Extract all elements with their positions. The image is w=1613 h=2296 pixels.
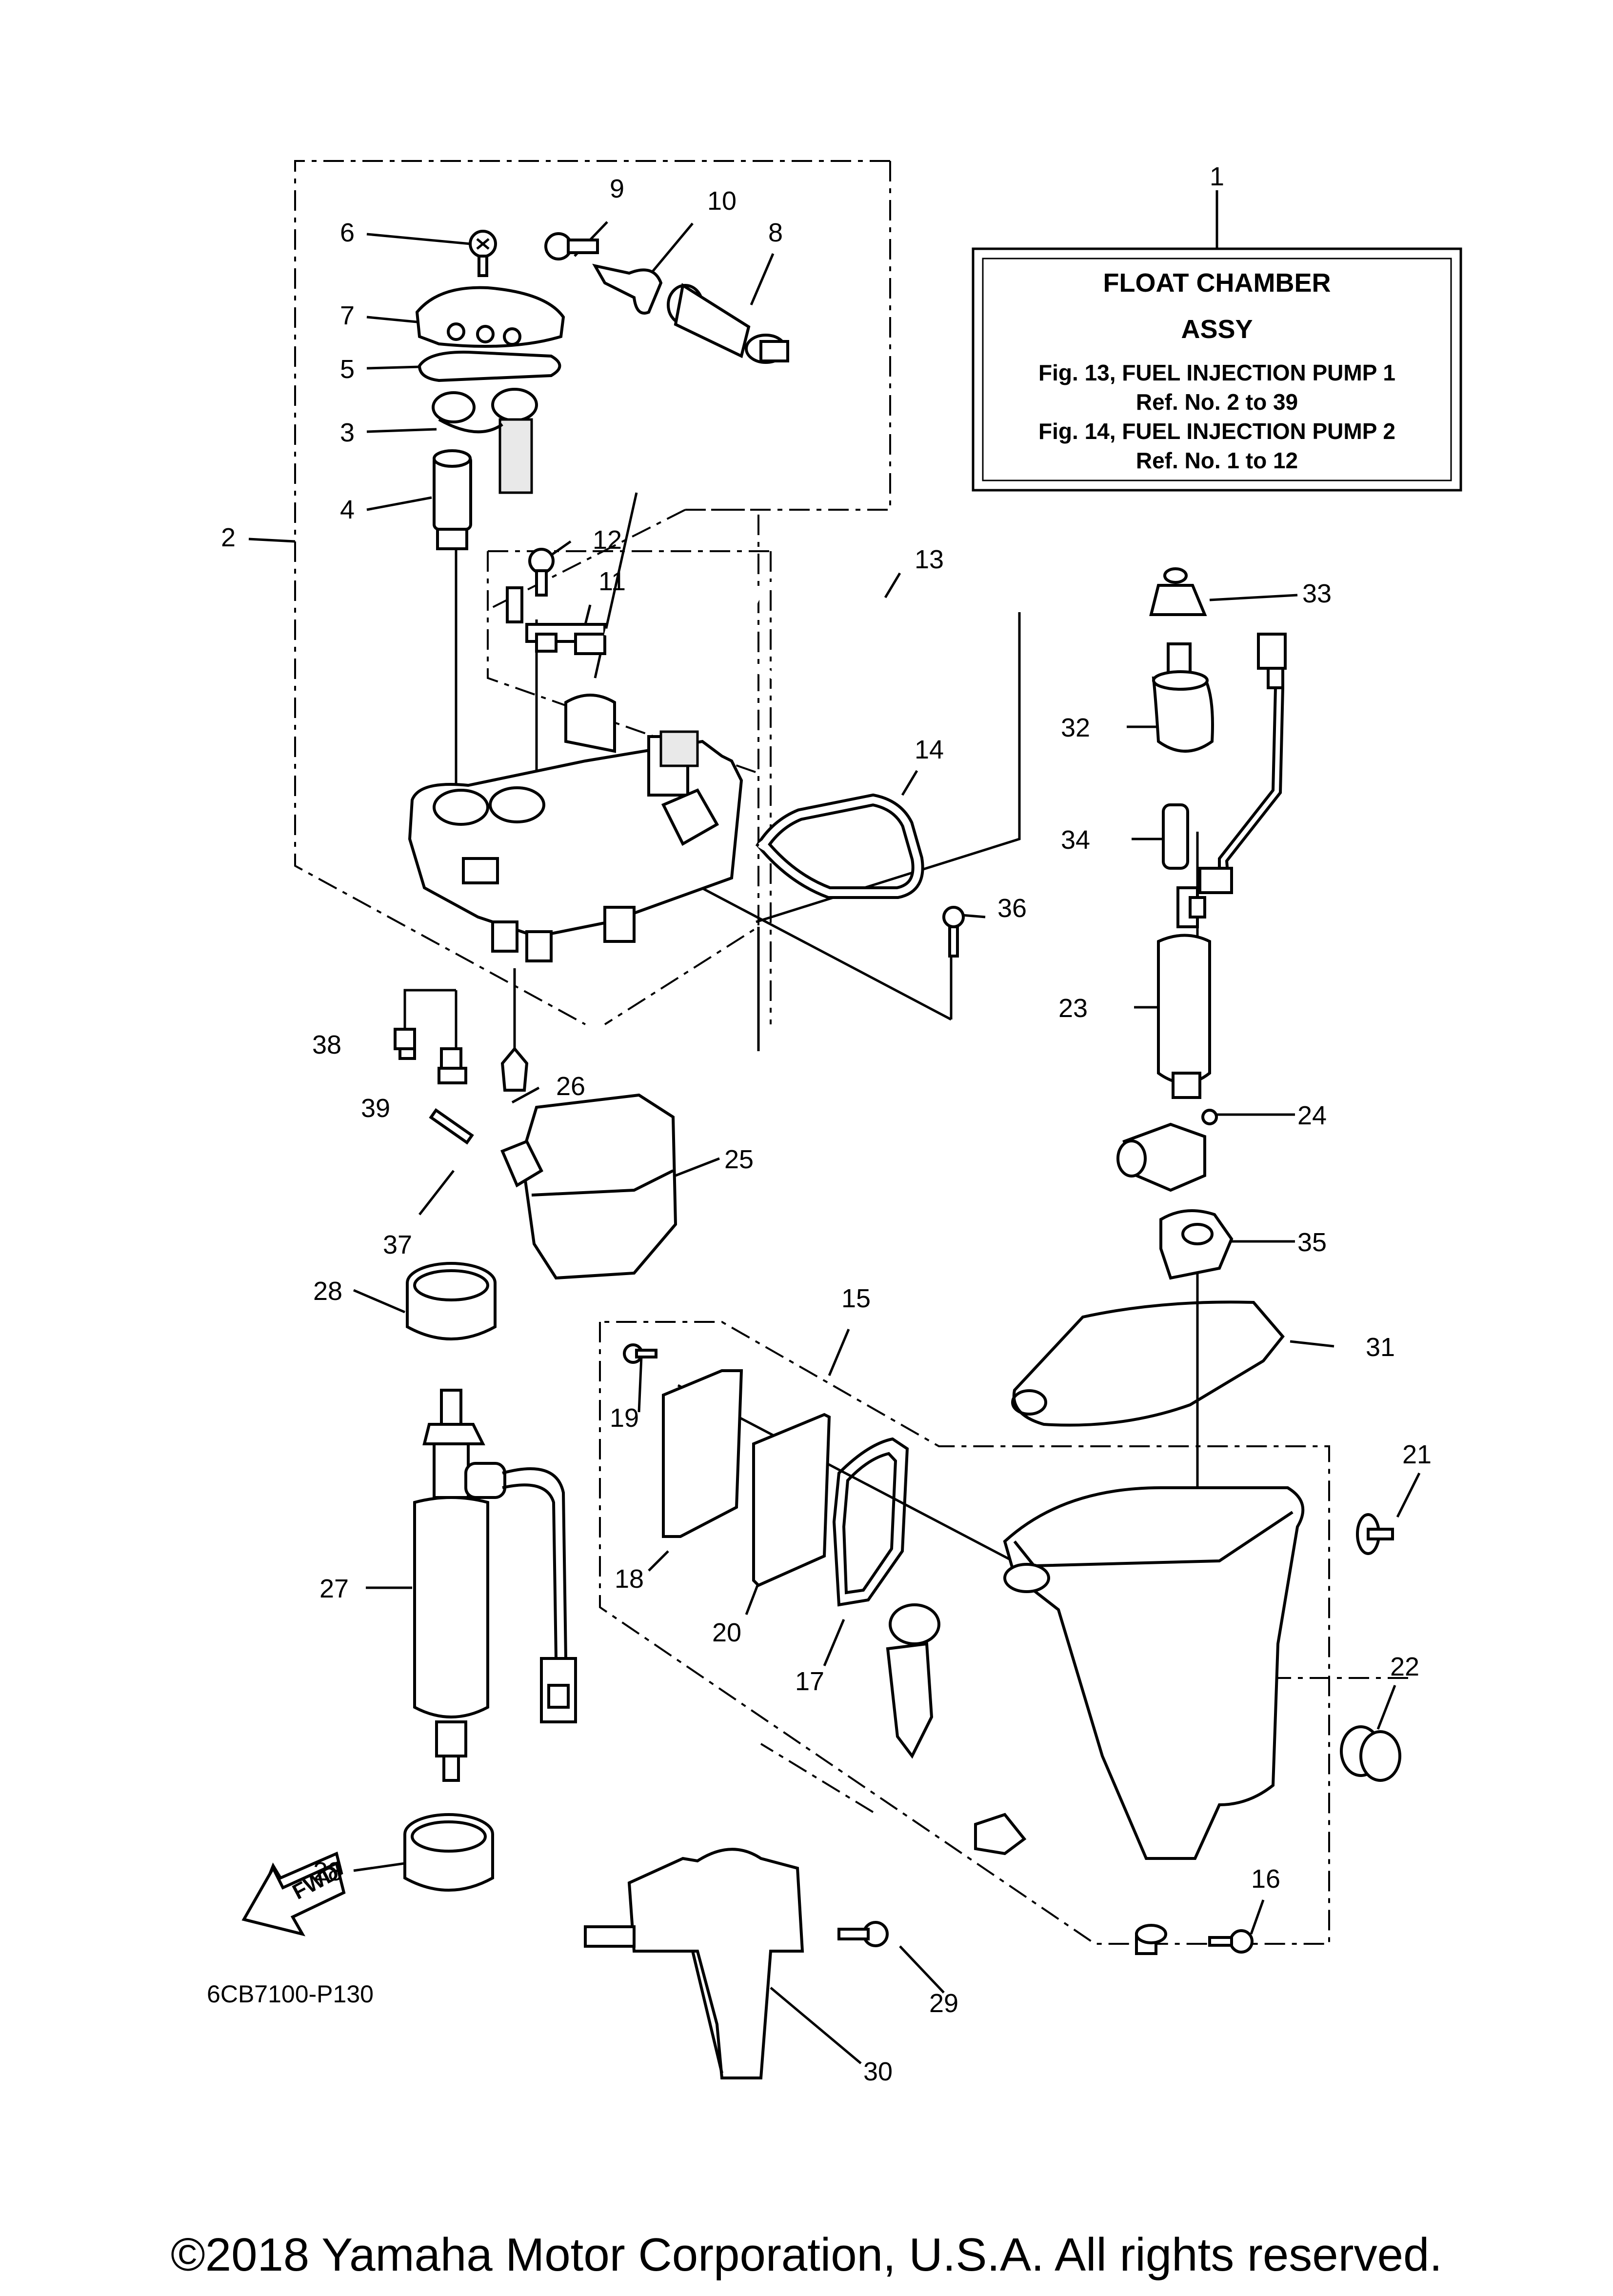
ring-28-upper <box>406 1262 497 1340</box>
valve-assembly-drawing <box>544 232 789 364</box>
ref-box-line6: Ref. No. 1 to 12 <box>1136 448 1298 473</box>
callout-21: 21 <box>1402 1440 1432 1469</box>
callout-32: 32 <box>1061 713 1090 742</box>
callout-12: 12 <box>593 525 622 555</box>
callout-29: 29 <box>929 1989 958 2018</box>
sleeve-4-drawing <box>433 449 472 550</box>
cover-7-drawing <box>415 286 565 348</box>
pump-housing-drawing <box>408 694 743 962</box>
callout-19: 19 <box>610 1403 639 1433</box>
callout-35: 35 <box>1297 1228 1327 1257</box>
filter-25-and-pin-37 <box>429 1093 677 1280</box>
callout-30: 30 <box>863 2057 893 2086</box>
plates-17-18-19-20 <box>623 1343 909 1607</box>
callout-33: 33 <box>1302 579 1332 608</box>
callout-37: 37 <box>383 1230 412 1259</box>
callout-11: 11 <box>598 567 626 596</box>
bolt-29 <box>837 1921 889 1947</box>
bracket-30 <box>584 1848 804 2079</box>
callout-20: 20 <box>712 1618 741 1647</box>
diagram-code: 6CB7100-P130 <box>207 1980 374 2008</box>
ref-box-title-line2: ASSY <box>1181 315 1253 344</box>
callout-28-lower: 28 <box>313 1857 342 1886</box>
right-pump-stack <box>942 567 1287 1280</box>
callout-4: 4 <box>340 495 355 524</box>
callout-1: 1 <box>1210 162 1224 191</box>
callout-9: 9 <box>610 174 624 203</box>
callout-36: 36 <box>997 894 1027 923</box>
callout-2: 2 <box>221 523 236 552</box>
callout-16: 16 <box>1251 1864 1280 1894</box>
callout-34: 34 <box>1061 825 1090 855</box>
callout-14: 14 <box>915 735 944 764</box>
fwd-arrow-icon: FWD <box>241 1851 346 1937</box>
callout-3: 3 <box>340 418 355 447</box>
copyright-notice: ©2018 Yamaha Motor Corporation, U.S.A. A… <box>170 2229 1443 2281</box>
callout-24: 24 <box>1297 1101 1327 1130</box>
callout-26: 26 <box>556 1072 585 1101</box>
screw-6-drawing <box>469 230 497 277</box>
callout-17: 17 <box>795 1667 824 1696</box>
screw-12-and-clamp-11 <box>506 548 606 655</box>
screw-16 <box>1208 1929 1254 1954</box>
ref-box-line4: Ref. No. 2 to 39 <box>1136 389 1298 415</box>
ref-box-title-line1: FLOAT CHAMBER <box>1103 268 1331 298</box>
reference-box: FLOAT CHAMBER ASSY Fig. 13, FUEL INJECTI… <box>972 190 1462 492</box>
callout-7: 7 <box>340 301 355 330</box>
ring-28-lower <box>403 1813 494 1892</box>
grommet-22 <box>1340 1725 1401 1782</box>
callout-8: 8 <box>768 218 783 247</box>
screws-38-39-26 <box>394 1028 529 1092</box>
callout-27: 27 <box>319 1574 349 1603</box>
fuel-pump-parts: FWD <box>241 230 1401 2079</box>
callout-18: 18 <box>615 1564 644 1594</box>
callout-39: 39 <box>361 1094 390 1123</box>
callout-10: 10 <box>707 186 737 216</box>
ref-box-line3: Fig. 13, FUEL INJECTION PUMP 1 <box>1038 360 1395 385</box>
callout-labels: 1 2 3 4 5 6 7 8 9 10 11 12 13 14 15 16 1… <box>207 162 1432 2086</box>
float-chamber-15-drawing <box>886 1486 1305 1955</box>
clip-3-drawing <box>432 388 538 494</box>
callout-38: 38 <box>312 1030 341 1059</box>
callout-23: 23 <box>1058 994 1088 1023</box>
callout-6: 6 <box>340 218 355 247</box>
callout-25: 25 <box>724 1145 754 1174</box>
callout-13: 13 <box>915 545 944 574</box>
ref-box-line5: Fig. 14, FUEL INJECTION PUMP 2 <box>1038 419 1395 444</box>
fuel-pump-27-drawing <box>413 1389 577 1782</box>
callout-31: 31 <box>1366 1333 1395 1362</box>
bushing-21 <box>1356 1513 1394 1555</box>
callout-22: 22 <box>1390 1652 1419 1681</box>
leader-lines <box>248 221 1421 2064</box>
callout-5: 5 <box>340 355 355 384</box>
callout-15: 15 <box>841 1284 871 1313</box>
callout-28-upper: 28 <box>313 1277 342 1306</box>
